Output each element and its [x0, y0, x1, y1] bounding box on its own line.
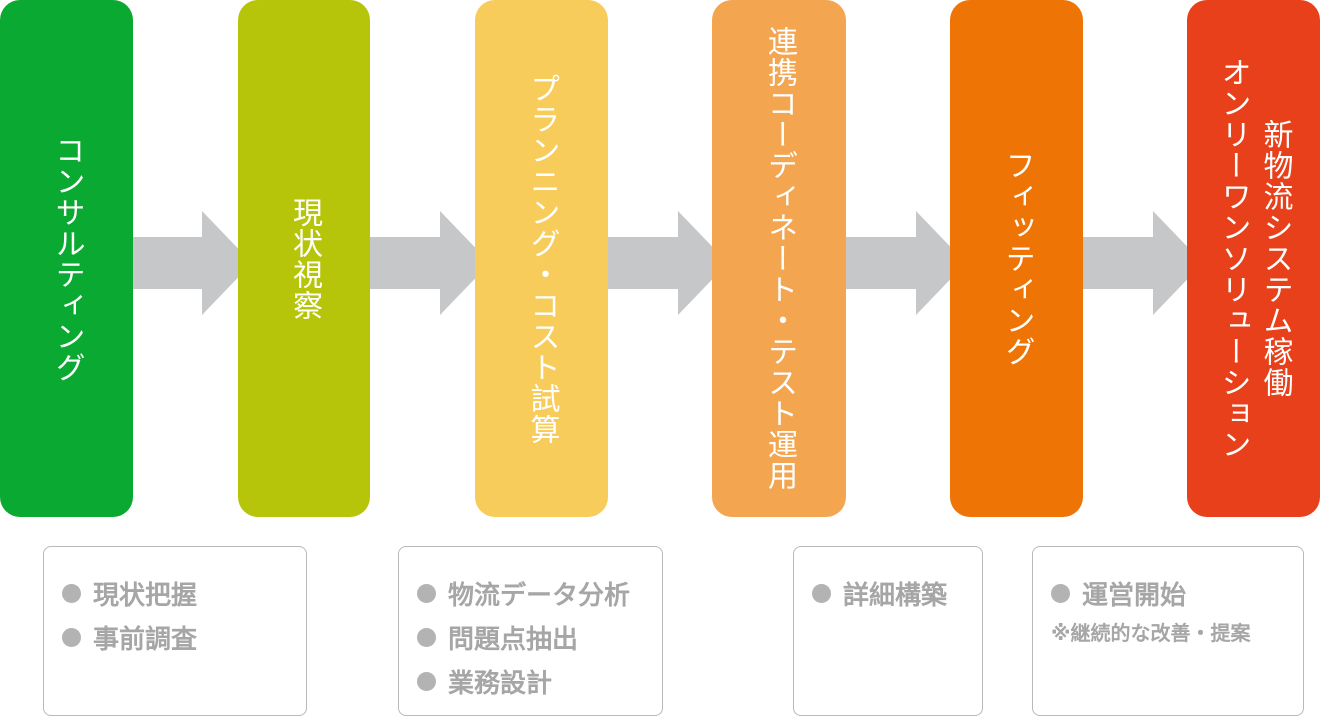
step-fitting: フィッティング: [950, 0, 1083, 517]
arrow-shape: [128, 211, 252, 315]
arrow-shape: [842, 211, 966, 315]
note-text: ※継続的な改善・提案: [1051, 621, 1251, 645]
bullet-icon: [1051, 583, 1070, 603]
step-site-visit: 現状視察: [238, 0, 370, 517]
step-planning: プランニング・コスト試算: [475, 0, 608, 517]
bullet-icon: [417, 671, 436, 691]
list-item: 問題点抽出: [417, 615, 630, 659]
detail-box-3: 詳細構築: [793, 546, 983, 716]
bullet-icon: [417, 627, 436, 647]
step-label: コンサルティング: [49, 134, 85, 383]
arrow-2: [366, 211, 490, 315]
step-label: 連携コーディネート・テスト運用: [762, 26, 797, 491]
arrow-3: [604, 211, 728, 315]
item-text: 問題点抽出: [448, 624, 579, 655]
step-new-system: 新物流システム稼働 オンリーワンソリューション: [1187, 0, 1320, 517]
item-text: 運営開始: [1082, 580, 1187, 611]
step-label: 新物流システム稼働: [1257, 119, 1293, 398]
step-label: フィッティング: [999, 150, 1035, 367]
arrow-4: [842, 211, 966, 315]
step-consulting: コンサルティング: [0, 0, 133, 517]
detail-box-1: 現状把握 事前調査: [43, 546, 307, 716]
list-item: 物流データ分析: [417, 571, 630, 615]
bullet-icon: [62, 627, 81, 647]
step-label: オンリーワンソリューション: [1215, 57, 1251, 460]
list-item: 運営開始: [1051, 571, 1186, 615]
arrow-shape: [1079, 211, 1203, 315]
item-text: 事前調査: [93, 624, 198, 655]
item-text: 業務設計: [448, 668, 553, 699]
item-text: 詳細構築: [843, 580, 948, 611]
bullet-icon: [62, 583, 81, 603]
item-text: 物流データ分析: [448, 580, 631, 611]
list-item: 現状把握: [62, 571, 197, 615]
arrow-shape: [366, 211, 490, 315]
detail-box-2: 物流データ分析 問題点抽出 業務設計: [398, 546, 663, 716]
step-label: プランニング・コスト試算: [524, 72, 560, 445]
item-text: 現状把握: [93, 580, 198, 611]
list-item: 詳細構築: [812, 571, 947, 615]
detail-box-4: 運営開始 ※継続的な改善・提案: [1032, 546, 1304, 716]
arrow-1: [128, 211, 252, 315]
list-item: 事前調査: [62, 615, 197, 659]
step-coordination: 連携コーディネート・テスト運用: [712, 0, 846, 517]
list-item: 業務設計: [417, 659, 630, 703]
arrow-shape: [604, 211, 728, 315]
bullet-icon: [417, 583, 436, 603]
arrow-5: [1079, 211, 1203, 315]
step-label: 現状視察: [287, 196, 322, 321]
bullet-icon: [812, 583, 831, 603]
